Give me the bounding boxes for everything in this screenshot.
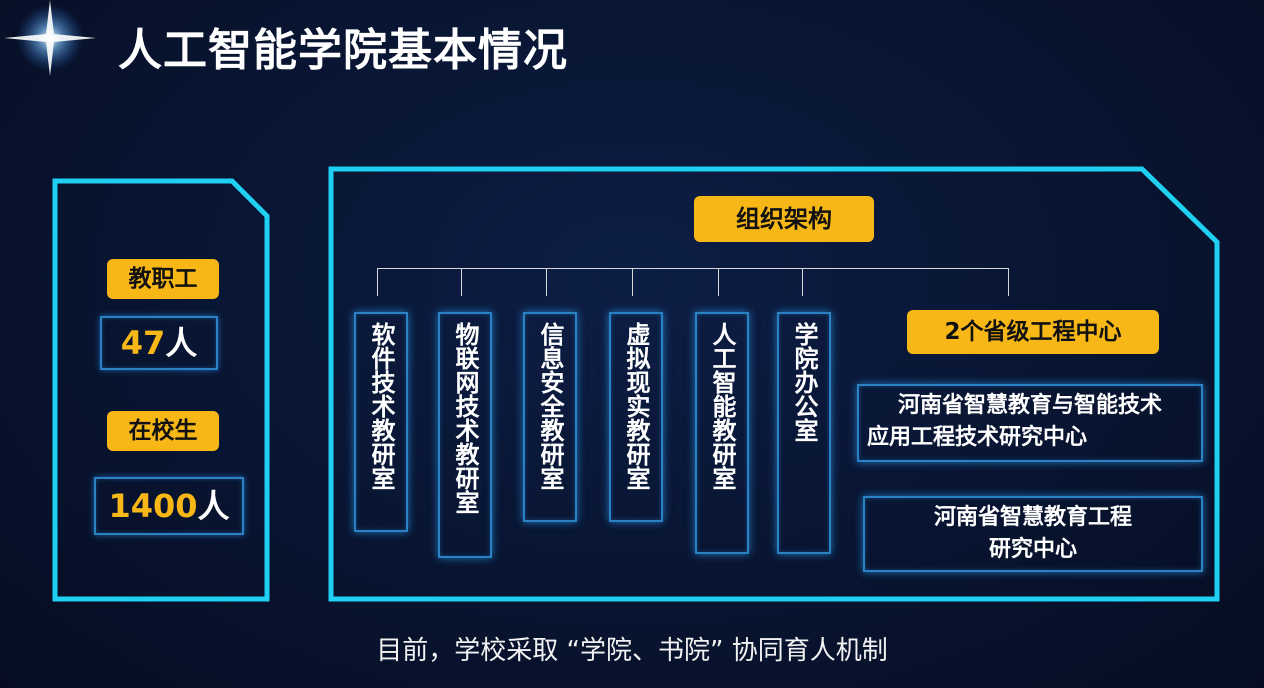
engineering-center-1-line1: 河南省智慧教育与智能技术 bbox=[897, 393, 1162, 418]
org-connector-drop bbox=[1008, 268, 1009, 296]
footer-note: 目前，学校采取 “学院、书院” 协同育人机制 bbox=[376, 636, 888, 666]
engineering-centers-label: 2个省级工程中心 bbox=[907, 310, 1159, 354]
department-info-security: 信息安全教研室 bbox=[523, 312, 577, 522]
org-structure-label: 组织架构 bbox=[694, 196, 874, 242]
engineering-center-1-line2: 应用工程技术研究中心 bbox=[867, 425, 1088, 450]
student-count-box: 1400人 bbox=[94, 477, 244, 535]
student-count: 1400 bbox=[108, 487, 198, 525]
org-connector-drop bbox=[461, 268, 462, 296]
department-iot: 物联网技术教研室 bbox=[438, 312, 492, 558]
department-software: 软件技术教研室 bbox=[354, 312, 408, 532]
staff-label: 教职工 bbox=[107, 259, 219, 299]
staff-count-box: 47人 bbox=[100, 316, 218, 370]
org-connector-drop bbox=[377, 268, 378, 296]
student-unit: 人 bbox=[197, 487, 230, 525]
engineering-center-2-line1: 河南省智慧教育工程 bbox=[933, 505, 1132, 530]
org-connector-drop bbox=[632, 268, 633, 296]
engineering-center-2: 河南省智慧教育工程 研究中心 bbox=[863, 496, 1203, 572]
student-label: 在校生 bbox=[107, 411, 219, 451]
department-office: 学院办公室 bbox=[777, 312, 831, 554]
org-connector-horizontal bbox=[377, 268, 1009, 269]
org-panel-frame bbox=[328, 166, 1220, 602]
org-connector-drop bbox=[718, 268, 719, 296]
org-connector-drop bbox=[546, 268, 547, 296]
engineering-center-1: 河南省智慧教育与智能技术 应用工程技术研究中心 bbox=[857, 384, 1203, 462]
page-title: 人工智能学院基本情况 bbox=[118, 25, 568, 76]
staff-count: 47 bbox=[120, 324, 166, 362]
department-ai: 人工智能教研室 bbox=[695, 312, 749, 554]
stats-panel-frame bbox=[52, 178, 270, 602]
department-virtual-reality: 虚拟现实教研室 bbox=[609, 312, 663, 522]
org-connector-drop bbox=[802, 268, 803, 296]
staff-unit: 人 bbox=[165, 324, 198, 362]
engineering-center-2-line2: 研究中心 bbox=[988, 537, 1077, 562]
sparkle-star-icon bbox=[4, 0, 96, 76]
